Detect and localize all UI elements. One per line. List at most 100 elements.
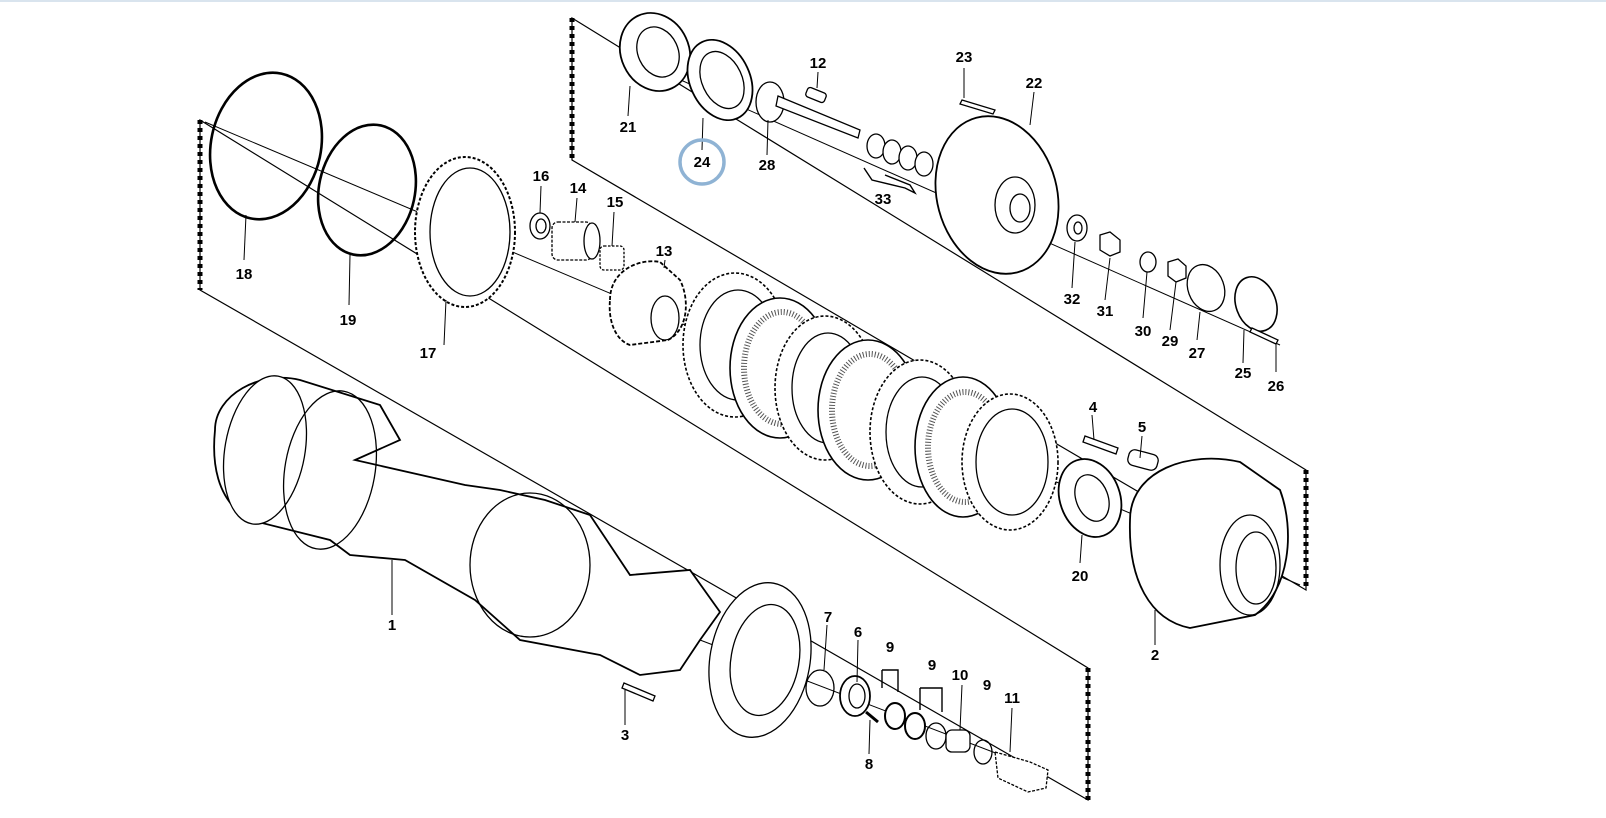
- part-15-bearing: [599, 245, 625, 271]
- part-24-seal-inner: [699, 50, 745, 110]
- callout-30[interactable]: 30: [1135, 323, 1152, 340]
- part-17-ring-gear-outer: [414, 156, 516, 308]
- callout-2[interactable]: 2: [1151, 647, 1159, 664]
- callout-13[interactable]: 13: [656, 243, 673, 260]
- callout-10[interactable]: 10: [952, 667, 969, 684]
- part-8-pin: [865, 710, 879, 724]
- part-7-oring: [805, 669, 835, 707]
- part-3-bolt: [621, 682, 656, 702]
- callout-11[interactable]: 11: [1004, 690, 1020, 707]
- upper-frame: [571, 16, 1307, 592]
- top-rule: [0, 0, 1606, 2]
- callout-24-highlight-ring[interactable]: [678, 138, 726, 186]
- callout-3[interactable]: 3: [621, 727, 629, 744]
- callout-32[interactable]: 32: [1064, 291, 1081, 308]
- part-33-shim-3: [898, 145, 918, 171]
- callout-5[interactable]: 5: [1138, 419, 1146, 436]
- part-1-right-flange: [708, 582, 812, 738]
- part-23-bolt: [959, 99, 996, 115]
- callout-1[interactable]: 1: [388, 617, 396, 634]
- part-27-oring: [1186, 263, 1226, 313]
- part-33-shim-2: [882, 139, 902, 165]
- callout-18[interactable]: 18: [236, 266, 253, 283]
- part-1-left-flange-inner: [282, 390, 378, 550]
- part-22-wheel-hub-boss: [994, 176, 1036, 234]
- part-13-sun-gear-bore: [650, 295, 680, 341]
- part-25-cover: [1234, 276, 1278, 332]
- part-10-bushing: [945, 729, 971, 753]
- callout-23[interactable]: 23: [956, 49, 973, 66]
- part-13-sun-gear: [608, 260, 687, 346]
- part-29-nut: [1167, 258, 1187, 283]
- part-33-shim-4: [914, 151, 934, 177]
- part-19-oring: [316, 123, 418, 257]
- callout-9-b[interactable]: 9: [928, 657, 936, 674]
- part-9-ring-4: [973, 739, 993, 765]
- part-1-left-flange: [222, 375, 308, 525]
- part-30-washer: [1139, 251, 1157, 273]
- callout-31[interactable]: 31: [1097, 303, 1114, 320]
- part-31-nut: [1099, 231, 1121, 257]
- part-12-pin: [805, 86, 827, 104]
- callout-24[interactable]: 24: [694, 154, 711, 171]
- leader-lines: [243, 68, 1277, 755]
- callout-29[interactable]: 29: [1162, 333, 1179, 350]
- callout-16[interactable]: 16: [533, 168, 550, 185]
- part-28-shaft: [775, 95, 861, 139]
- callout-labels: 1 2 3 4 5 6 7 8 9 9 9 10 11 12 13 14 15 …: [236, 49, 1285, 773]
- part-17-ring-gear-inner: [429, 167, 511, 297]
- part-33-shim-1: [866, 133, 886, 159]
- part-9-bracket-b: [919, 687, 943, 712]
- part-1-axle-housing: [213, 376, 722, 676]
- part-4-bolt: [1082, 435, 1119, 455]
- part-9-ring-2: [904, 712, 926, 740]
- callout-28[interactable]: 28: [759, 157, 776, 174]
- part-6-seal-inner: [848, 683, 866, 709]
- part-32-washer-hole: [1073, 221, 1083, 235]
- part-9-bracket-a: [881, 669, 899, 692]
- part-9-ring-1: [884, 702, 906, 730]
- part-21-bearing-inner: [636, 26, 680, 78]
- callout-8[interactable]: 8: [865, 756, 873, 773]
- part-16-washer: [529, 212, 551, 240]
- callout-14[interactable]: 14: [570, 180, 587, 197]
- part-22-wheel-hub: [934, 115, 1060, 275]
- callout-26[interactable]: 26: [1268, 378, 1285, 395]
- part-22-wheel-hub-bore: [1009, 193, 1031, 223]
- brake-disc-7-inner: [975, 408, 1049, 516]
- callout-17[interactable]: 17: [420, 345, 437, 362]
- part-11-shaft-end: [994, 751, 1049, 793]
- part-32-washer: [1066, 214, 1088, 242]
- part-21-bearing: [618, 12, 692, 92]
- part-20-bearing-inner: [1074, 474, 1110, 522]
- callout-19[interactable]: 19: [340, 312, 357, 329]
- part-2-hub-bore: [1219, 514, 1281, 616]
- part-2-hub-bore-inner: [1235, 531, 1277, 605]
- callout-15[interactable]: 15: [607, 194, 624, 211]
- part-14-planet-gear-face: [583, 222, 601, 260]
- callout-9-a[interactable]: 9: [886, 639, 894, 656]
- callout-7[interactable]: 7: [824, 609, 832, 626]
- part-20-bearing: [1057, 458, 1123, 538]
- part-5-sleeve: [1127, 449, 1159, 471]
- part-16-washer-hole: [535, 218, 547, 234]
- callout-21[interactable]: 21: [620, 119, 637, 136]
- part-1-centre-bowl: [469, 492, 591, 638]
- part-9-ring-3: [925, 722, 947, 750]
- part-6-seal: [839, 675, 871, 717]
- brake-disc-7: [961, 393, 1059, 531]
- callout-25[interactable]: 25: [1235, 365, 1252, 382]
- callout-4[interactable]: 4: [1089, 399, 1098, 416]
- callout-33[interactable]: 33: [875, 191, 892, 208]
- part-33-bracket: [863, 167, 917, 195]
- callout-6[interactable]: 6: [854, 624, 862, 641]
- part-18-oring: [208, 71, 324, 221]
- callout-12[interactable]: 12: [810, 55, 827, 72]
- callout-27[interactable]: 27: [1189, 345, 1206, 362]
- callout-9-c[interactable]: 9: [983, 677, 991, 694]
- callout-20[interactable]: 20: [1072, 568, 1089, 585]
- part-24-seal: [686, 38, 754, 122]
- part-2-hub: [1129, 457, 1289, 629]
- callout-22[interactable]: 22: [1026, 75, 1043, 92]
